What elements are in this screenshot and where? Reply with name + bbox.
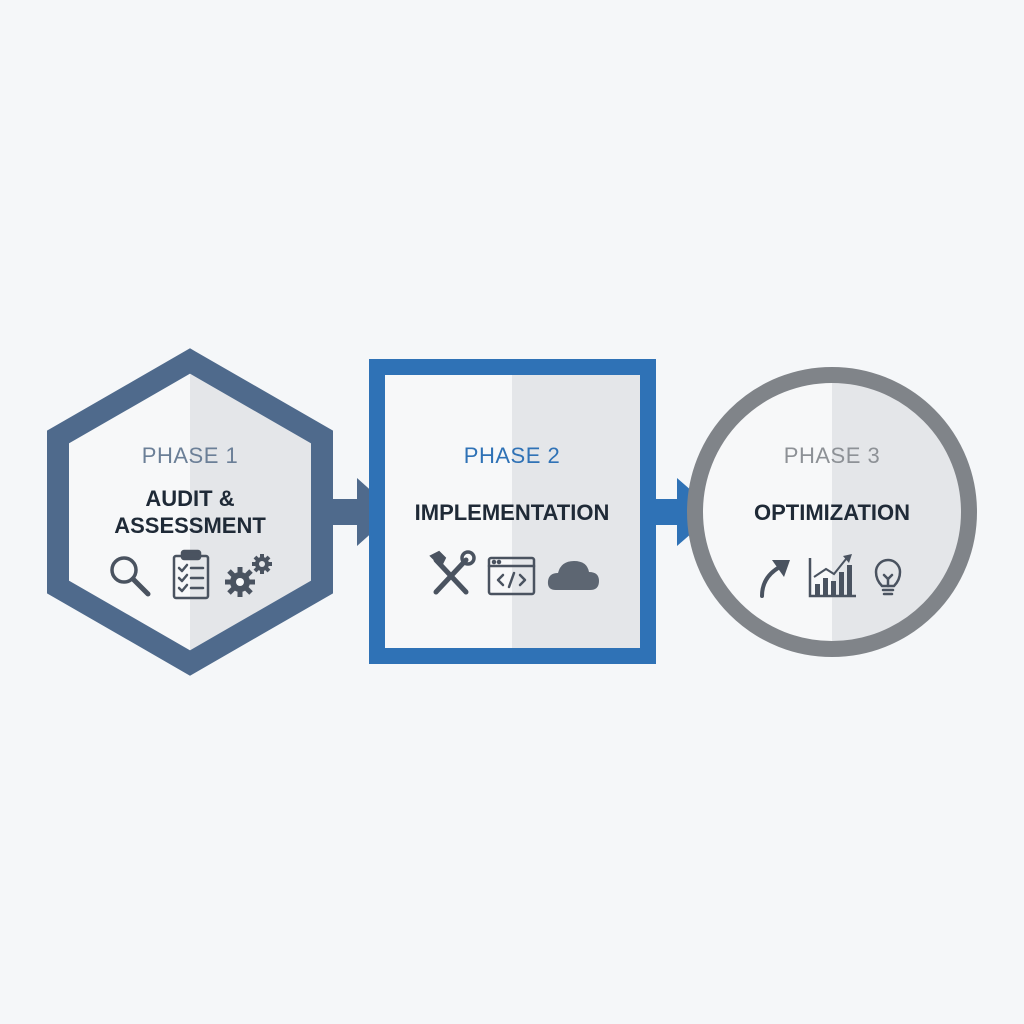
code-window-icon — [487, 556, 536, 596]
magnifier-icon — [110, 556, 151, 597]
phase-2-label: PHASE 2 — [464, 443, 560, 468]
phase-2-square — [369, 359, 656, 664]
phase-1-title-line-1: AUDIT & — [145, 486, 234, 511]
lightbulb-icon — [874, 558, 902, 596]
phase-1-title-line-2: ASSESSMENT — [114, 513, 266, 538]
bar-chart-icon — [808, 554, 856, 598]
phase-3-title: OPTIMIZATION — [754, 500, 910, 525]
gears-icon — [225, 554, 272, 597]
phase-3-label: PHASE 3 — [784, 443, 880, 468]
up-arrow-icon — [760, 560, 790, 598]
cloud-icon — [547, 561, 599, 590]
tools-icon — [429, 550, 476, 595]
phase-1-label: PHASE 1 — [142, 443, 238, 468]
clipboard-checklist-icon — [172, 549, 210, 600]
phase-2-title: IMPLEMENTATION — [415, 500, 610, 525]
